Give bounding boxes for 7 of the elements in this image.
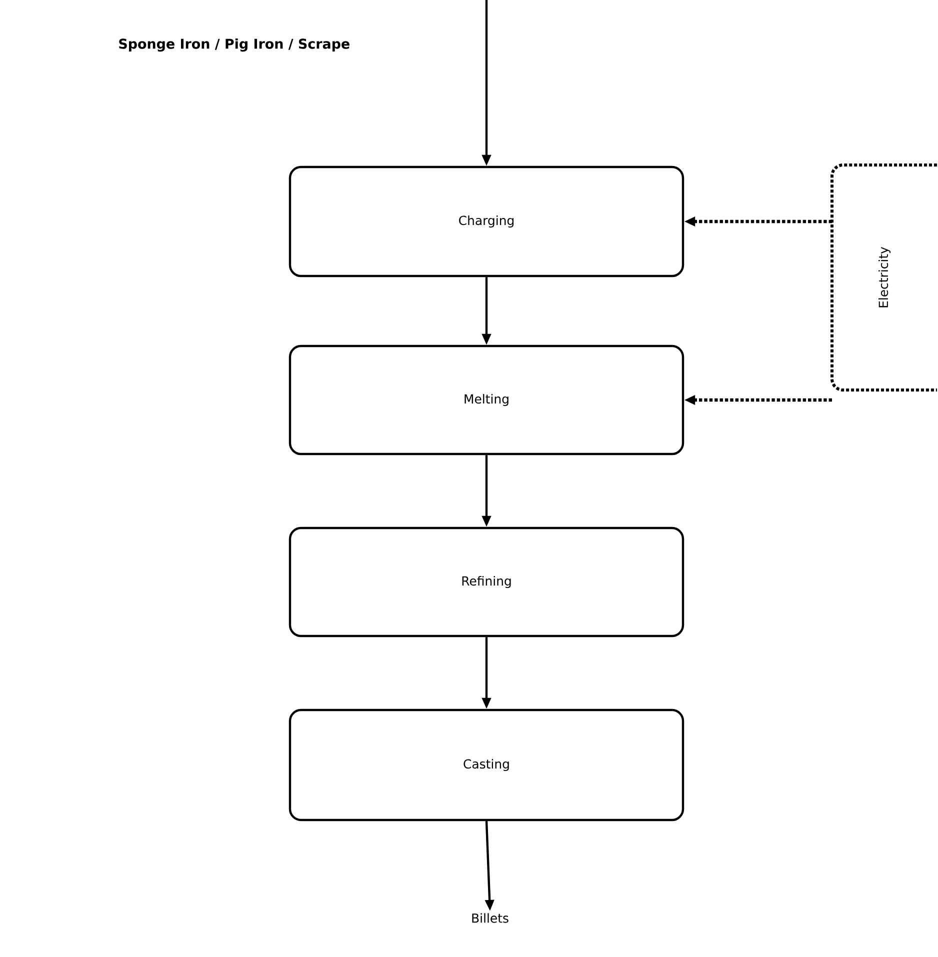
source-box: Electricity	[830, 164, 937, 392]
process-box: Charging	[288, 166, 684, 278]
process-box: Refining	[288, 526, 684, 638]
process-box: Casting	[288, 708, 684, 822]
output-text: Billets	[472, 913, 508, 923]
process-box: Melting	[288, 344, 684, 456]
input-label: Sponge Iron / Pig Iron / Scrape	[119, 38, 350, 52]
